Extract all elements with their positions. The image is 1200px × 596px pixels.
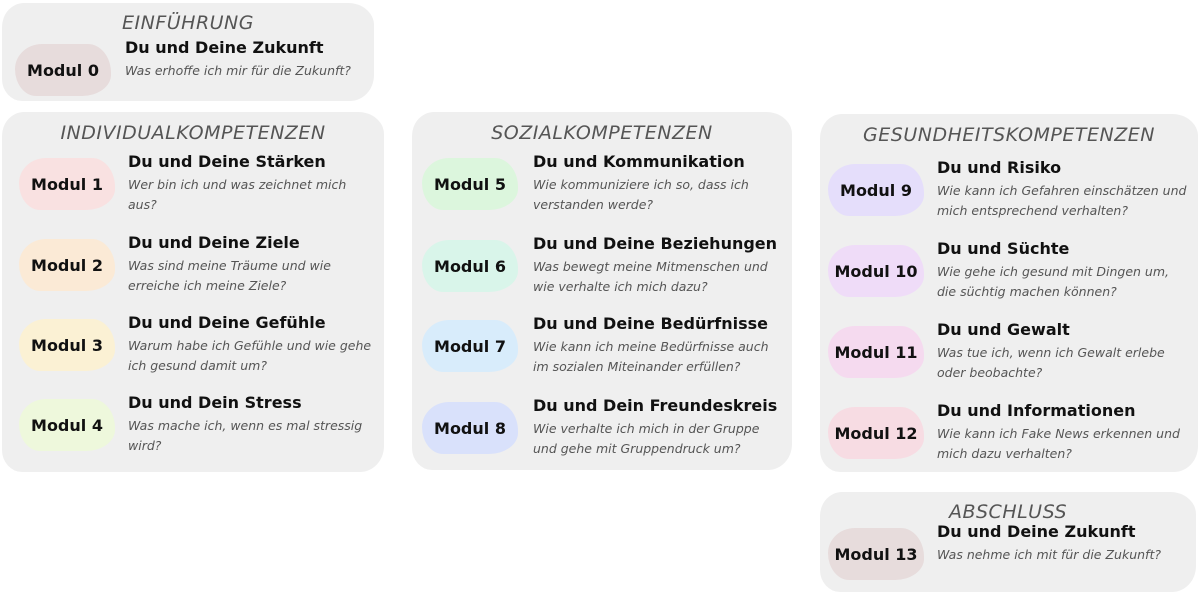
- module-subtitle: Wie verhalte ich mich in der Gruppe und …: [533, 421, 760, 456]
- group-title-gesundheit: GESUNDHEITSKOMPETENZEN: [863, 124, 1155, 146]
- module-title: Du und Deine Stärken: [128, 152, 326, 171]
- group-title-individual: INDIVIDUALKOMPETENZEN: [60, 122, 326, 144]
- module-subtitle: Was nehme ich mit für die Zukunft?: [937, 547, 1161, 562]
- module-title: Du und Kommunikation: [533, 152, 745, 171]
- group-individualkompetenzen: INDIVIDUALKOMPETENZEN Modul 1 Du und Dei…: [2, 112, 384, 472]
- module-subtitle: Was erhoffe ich mir für die Zukunft?: [125, 63, 351, 78]
- module-subtitle: Warum habe ich Gefühle und wie gehe ich …: [128, 338, 372, 373]
- module-title: Du und Deine Zukunft: [937, 522, 1136, 541]
- module-0[interactable]: Modul 0 Du und Deine Zukunft Was erhoffe…: [2, 38, 374, 104]
- module-title: Du und Deine Gefühle: [128, 313, 326, 332]
- module-3[interactable]: Modul 3 Du und Deine Gefühle Warum habe …: [2, 313, 384, 379]
- module-badge: Modul 11: [828, 326, 924, 378]
- module-6[interactable]: Modul 6 Du und Deine Beziehungen Was bew…: [412, 234, 792, 300]
- module-1[interactable]: Modul 1 Du und Deine Stärken Wer bin ich…: [2, 152, 384, 218]
- module-subtitle: Wer bin ich und was zeichnet mich aus?: [128, 177, 347, 212]
- module-subtitle: Was mache ich, wenn es mal stressig wird…: [128, 418, 363, 453]
- module-title: Du und Risiko: [937, 158, 1062, 177]
- module-title: Du und Deine Ziele: [128, 233, 300, 252]
- group-sozialkompetenzen: SOZIALKOMPETENZEN Modul 5 Du und Kommuni…: [412, 112, 792, 470]
- module-title: Du und Gewalt: [937, 320, 1070, 339]
- module-2[interactable]: Modul 2 Du und Deine Ziele Was sind mein…: [2, 233, 384, 299]
- group-abschluss: ABSCHLUSS Modul 13 Du und Deine Zukunft …: [820, 492, 1196, 592]
- module-badge: Modul 8: [422, 402, 518, 454]
- module-badge: Modul 7: [422, 320, 518, 372]
- module-title: Du und Informationen: [937, 401, 1136, 420]
- module-badge: Modul 3: [19, 319, 115, 371]
- module-title: Du und Dein Stress: [128, 393, 302, 412]
- module-title: Du und Dein Freundeskreis: [533, 396, 778, 415]
- module-badge: Modul 10: [828, 245, 924, 297]
- module-badge: Modul 13: [828, 528, 924, 580]
- module-11[interactable]: Modul 11 Du und Gewalt Was tue ich, wenn…: [820, 320, 1198, 386]
- module-7[interactable]: Modul 7 Du und Deine Bedürfnisse Wie kan…: [412, 314, 792, 380]
- group-title-abschluss: ABSCHLUSS: [948, 501, 1068, 523]
- module-subtitle: Was bewegt meine Mitmenschen und wie ver…: [533, 259, 768, 294]
- module-badge: Modul 0: [15, 44, 111, 96]
- module-8[interactable]: Modul 8 Du und Dein Freundeskreis Wie ve…: [412, 396, 792, 462]
- group-title-sozial: SOZIALKOMPETENZEN: [491, 122, 713, 144]
- module-subtitle: Wie kann ich Fake News erkennen und mich…: [937, 426, 1180, 461]
- module-4[interactable]: Modul 4 Du und Dein Stress Was mache ich…: [2, 393, 384, 459]
- module-title: Du und Deine Beziehungen: [533, 234, 778, 253]
- module-subtitle: Wie gehe ich gesund mit Dingen um, die s…: [937, 264, 1169, 299]
- module-title: Du und Deine Bedürfnisse: [533, 314, 768, 333]
- module-badge: Modul 1: [19, 158, 115, 210]
- module-9[interactable]: Modul 9 Du und Risiko Wie kann ich Gefah…: [820, 158, 1198, 224]
- module-10[interactable]: Modul 10 Du und Süchte Wie gehe ich gesu…: [820, 239, 1198, 305]
- group-title-einfuehrung: EINFÜHRUNG: [122, 12, 254, 34]
- module-title: Du und Deine Zukunft: [125, 38, 324, 57]
- module-badge: Modul 6: [422, 240, 518, 292]
- module-subtitle: Wie kommuniziere ich so, dass ich versta…: [533, 177, 749, 212]
- module-13[interactable]: Modul 13 Du und Deine Zukunft Was nehme …: [820, 522, 1196, 588]
- module-title: Du und Süchte: [937, 239, 1070, 258]
- group-einfuehrung: EINFÜHRUNG Modul 0 Du und Deine Zukunft …: [2, 3, 374, 101]
- module-badge: Modul 5: [422, 158, 518, 210]
- module-subtitle: Wie kann ich Gefahren einschätzen und mi…: [937, 183, 1187, 218]
- module-badge: Modul 4: [19, 399, 115, 451]
- module-12[interactable]: Modul 12 Du und Informationen Wie kann i…: [820, 401, 1198, 467]
- module-subtitle: Was sind meine Träume und wie erreiche i…: [128, 258, 331, 293]
- module-badge: Modul 2: [19, 239, 115, 291]
- module-badge: Modul 12: [828, 407, 924, 459]
- module-badge: Modul 9: [828, 164, 924, 216]
- module-subtitle: Was tue ich, wenn ich Gewalt erlebe oder…: [937, 345, 1165, 380]
- module-5[interactable]: Modul 5 Du und Kommunikation Wie kommuni…: [412, 152, 792, 218]
- group-gesundheitskompetenzen: GESUNDHEITSKOMPETENZEN Modul 9 Du und Ri…: [820, 114, 1198, 472]
- module-subtitle: Wie kann ich meine Bedürfnisse auch im s…: [533, 339, 769, 374]
